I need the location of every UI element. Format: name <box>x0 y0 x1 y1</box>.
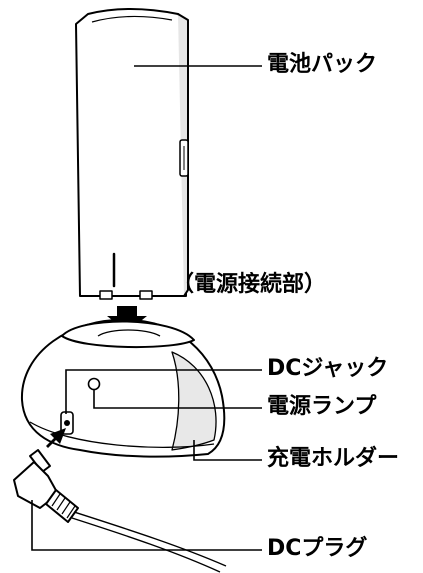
label-power-connector: （電源接続部） <box>172 272 327 297</box>
label-charging-holder: 充電ホルダー <box>267 446 400 471</box>
label-power-lamp: 電源ランプ <box>267 394 377 419</box>
leader-dc-plug <box>31 500 262 551</box>
battery-pack <box>75 8 189 300</box>
leader-lines <box>31 65 262 551</box>
leader-charging-holder <box>193 440 262 461</box>
label-battery-pack: 電池パック <box>267 52 378 77</box>
insert-arrow-down <box>107 306 147 332</box>
label-dc-plug: DCプラグ <box>267 536 368 561</box>
label-dc-jack: DCジャック <box>267 356 389 381</box>
leader-power-lamp <box>93 390 262 409</box>
charging-holder <box>20 318 226 458</box>
insert-arrow-diagonal <box>46 428 66 448</box>
dc-plug <box>13 449 79 523</box>
leader-dc-jack <box>65 369 262 414</box>
power-cord <box>71 511 227 573</box>
dc-jack-port <box>60 411 74 435</box>
power-lamp <box>87 377 101 391</box>
